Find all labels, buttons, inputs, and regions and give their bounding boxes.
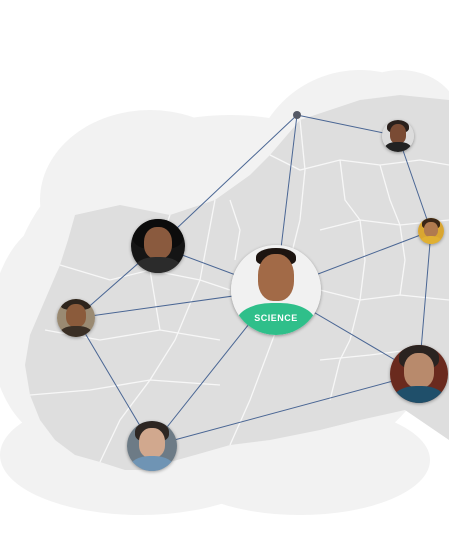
person-avatar-top-right bbox=[382, 120, 414, 152]
person-avatar-curly-hair-woman bbox=[131, 219, 185, 273]
hub-person-avatar: SCIENCE bbox=[231, 245, 321, 335]
hub-shirt-text: SCIENCE bbox=[254, 313, 298, 324]
person-avatar-yellow-jacket bbox=[418, 218, 444, 244]
connection-line bbox=[296, 114, 399, 137]
person-avatar-denim-woman bbox=[127, 421, 177, 471]
connection-line bbox=[151, 373, 420, 447]
network-junction-dot bbox=[293, 111, 301, 119]
person-avatar-hat-man bbox=[57, 299, 95, 337]
person-avatar-elderly-woman bbox=[390, 345, 448, 403]
